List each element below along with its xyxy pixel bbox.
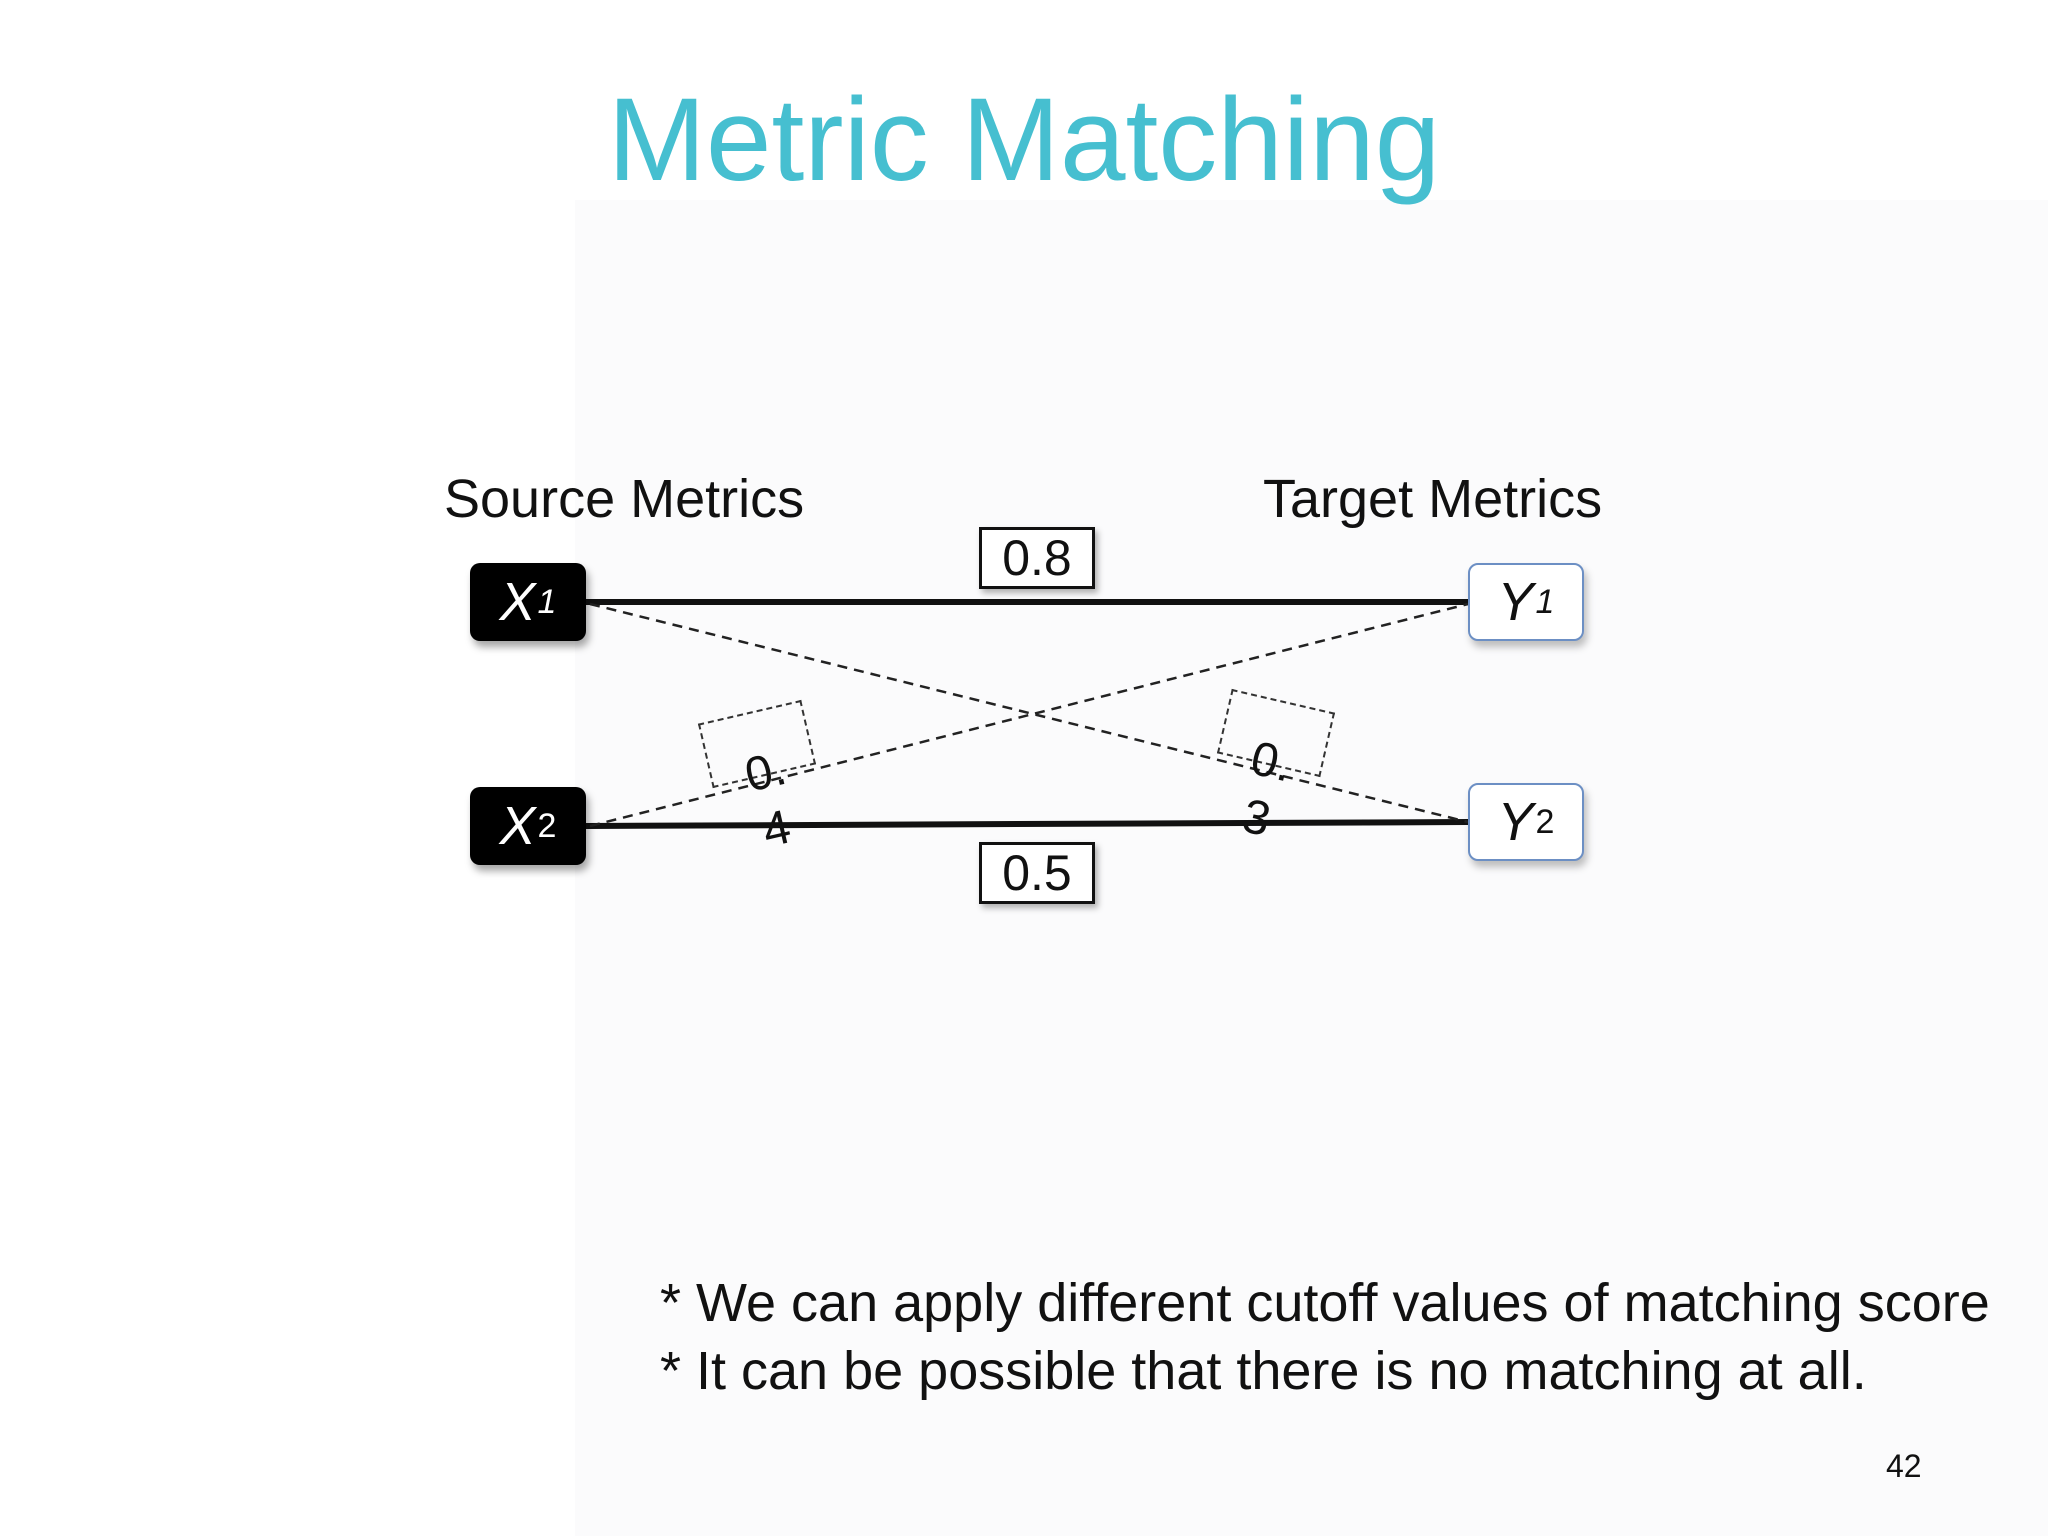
slide-background-shade [575, 200, 2048, 1536]
dashed-edge-x1-y2 [589, 602, 1469, 824]
source-metrics-heading: Source Metrics [444, 469, 805, 529]
score-label-x1-y1: 0.8 [979, 527, 1095, 589]
node-subscript: 1 [537, 582, 557, 621]
node-letter: Y [1497, 792, 1534, 852]
node-subscript: 2 [537, 806, 557, 845]
footnote-no-matching: * It can be possible that there is no ma… [660, 1341, 1867, 1401]
footnote-cutoff: * We can apply different cutoff values o… [660, 1273, 1990, 1333]
node-subscript: 1 [1535, 582, 1555, 621]
node-letter: Y [1497, 572, 1534, 632]
solid-edge-x2-y2 [585, 819, 1469, 829]
target-metrics-heading: Target Metrics [1263, 469, 1603, 529]
node-letter: X [499, 796, 536, 856]
dashed-edge-x2-y1 [589, 602, 1469, 828]
node-subscript: 2 [1535, 802, 1555, 841]
slide-title: Metric Matching [607, 74, 1441, 206]
node-letter: X [499, 572, 536, 632]
page-number: 42 [1886, 1448, 1922, 1484]
score-label-x2-y2: 0.5 [979, 842, 1095, 904]
